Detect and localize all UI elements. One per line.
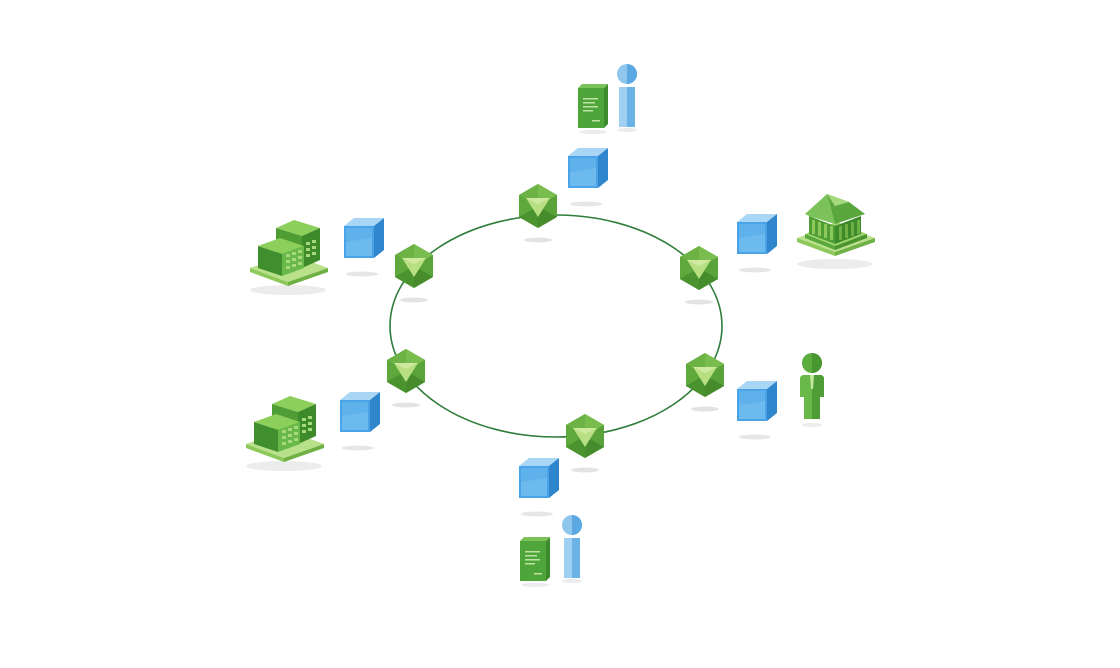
bottom-document-icon (520, 537, 550, 587)
top-person-icon (617, 64, 637, 132)
block-bottom-cube-icon (519, 458, 559, 517)
node-bottom-hexagon-icon (566, 414, 604, 473)
office-building-top-icon (250, 220, 328, 295)
block-left-top-cube-icon (344, 218, 384, 277)
network-ring (389, 214, 723, 438)
node-left-top-hexagon-icon (395, 244, 433, 303)
top-document-icon (578, 84, 608, 134)
businessman-icon (800, 353, 824, 427)
node-right-top-hexagon-icon (680, 246, 718, 305)
office-building-bottom-icon (246, 396, 324, 471)
block-right-top-cube-icon (737, 214, 777, 273)
bank-icon (797, 194, 875, 269)
bottom-person-icon (562, 515, 582, 583)
node-top-hexagon-icon (519, 184, 557, 243)
block-right-bottom-cube-icon (737, 381, 777, 440)
node-right-bottom-hexagon-icon (686, 353, 724, 412)
block-left-bottom-cube-icon (340, 392, 380, 451)
node-left-bottom-hexagon-icon (387, 349, 425, 408)
block-top-cube-icon (568, 148, 608, 207)
